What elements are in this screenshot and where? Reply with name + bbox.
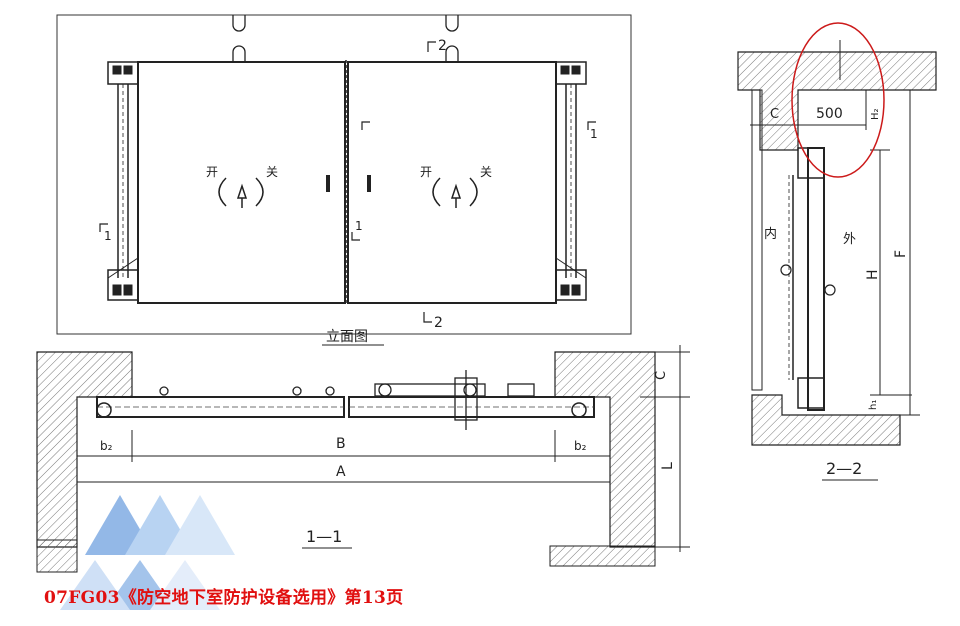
dim-H: H xyxy=(865,269,881,280)
dim-A: A xyxy=(336,464,346,480)
door-leaf-section xyxy=(807,147,825,411)
open-close-symbol-left xyxy=(218,177,264,208)
watermark-logo xyxy=(60,495,235,610)
left-wall-base xyxy=(36,539,78,573)
highlight-circle xyxy=(791,22,885,178)
outside-label: 外 xyxy=(843,232,856,247)
source-caption: 07FG03《防空地下室防护设备选用》第13页 xyxy=(44,588,404,608)
section-mark-1-mid: 1 xyxy=(355,219,363,233)
section-1-1: B A b₂ b₂ C L 1—1 xyxy=(36,345,690,573)
left-hinge-column xyxy=(107,61,139,301)
right-door-leaf xyxy=(347,61,557,304)
right-wall xyxy=(554,351,656,548)
dim-L: L xyxy=(660,462,676,470)
right-wall-base xyxy=(549,545,656,567)
section-mark-2-top-glyph xyxy=(427,41,436,52)
left-handle xyxy=(326,175,330,192)
section-2-2-title: 2—2 xyxy=(826,459,862,478)
plan-left-hinge xyxy=(96,402,112,418)
section-mark-2-top: 2 xyxy=(438,38,447,54)
section-2-2-dimensions xyxy=(750,40,920,416)
right-handle xyxy=(367,175,371,192)
close-label-right: 关 xyxy=(480,165,492,179)
dim-H2: H₂ xyxy=(870,108,881,120)
elevation-frame xyxy=(56,14,632,335)
inside-label: 内 xyxy=(764,226,777,242)
dim-B: B xyxy=(336,436,346,452)
plan-hardware xyxy=(159,370,535,430)
open-label-left: 开 xyxy=(206,165,218,179)
elevation-title: 立面图 xyxy=(326,329,368,345)
dim-C: C xyxy=(654,371,669,380)
open-close-symbol-right xyxy=(432,177,478,208)
close-label-left: 关 xyxy=(266,165,278,179)
section-mark-1-left: 1 xyxy=(104,229,112,243)
right-hinge-column xyxy=(555,61,587,301)
dim-500: 500 xyxy=(816,106,843,122)
section-mark-1-right: 1 xyxy=(590,127,598,141)
plan-right-hinge xyxy=(571,402,587,418)
left-door-leaf xyxy=(137,61,346,304)
lintel-wall xyxy=(737,51,937,151)
section-mark-2-bottom-glyph xyxy=(423,312,432,323)
section-2-2: C 500 H₂ H F h₁ 内 外 2—2 xyxy=(737,22,937,481)
dim-h1: h₁ xyxy=(868,400,879,410)
open-label-right: 开 xyxy=(420,165,432,179)
elevation-view: 开 关 开 关 2 2 1 1 1 立面图 xyxy=(56,14,632,346)
dim-C-2: C xyxy=(770,107,779,122)
dim-b2-right: b₂ xyxy=(574,439,587,453)
dim-F: F xyxy=(893,250,909,258)
plan-dimensions xyxy=(76,345,690,552)
section-1-1-title: 1—1 xyxy=(306,527,342,546)
top-lugs xyxy=(232,15,459,62)
dim-b2-left: b₂ xyxy=(100,439,113,453)
section-mark-2-bottom: 2 xyxy=(434,315,443,331)
